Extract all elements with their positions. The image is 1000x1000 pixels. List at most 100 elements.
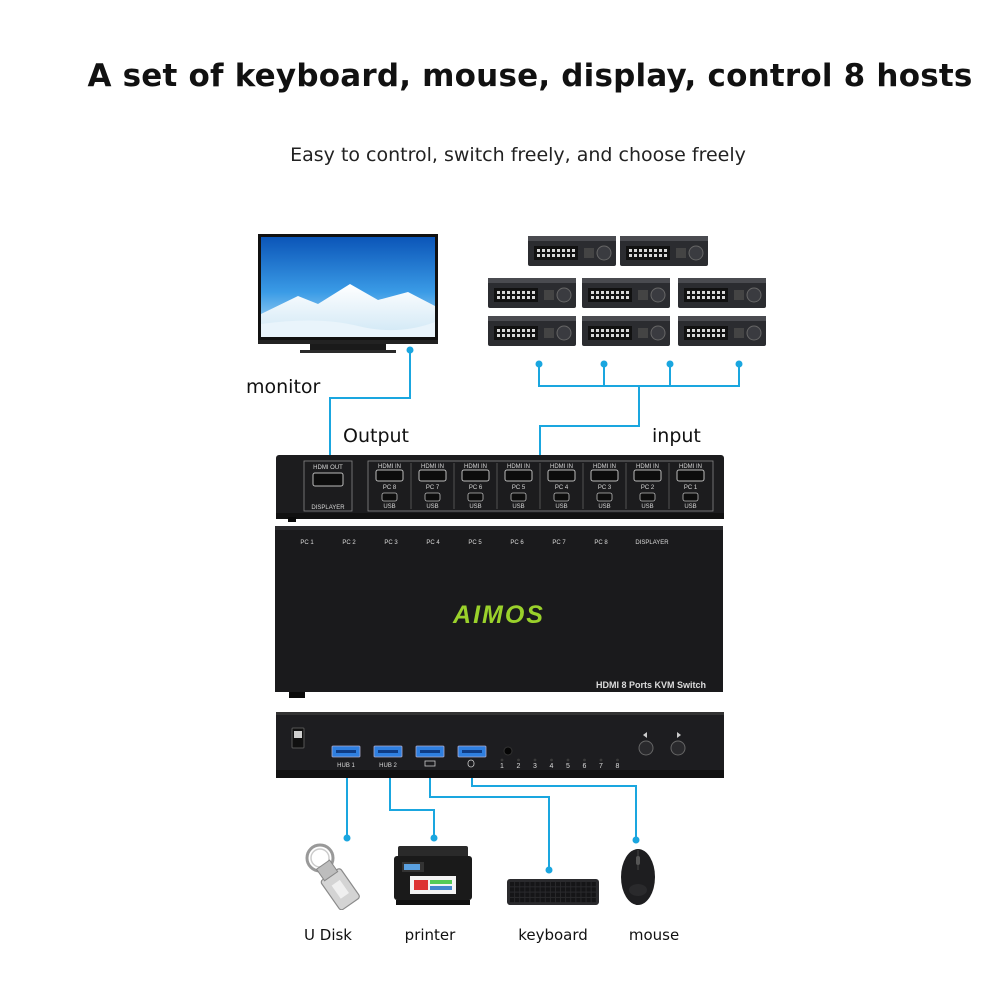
- keyboard-key: [520, 887, 525, 892]
- keyboard-key: [515, 882, 520, 887]
- page-subtitle: Easy to control, switch freely, and choo…: [290, 144, 746, 166]
- keyboard-key: [576, 882, 581, 887]
- led-indicator: [500, 758, 504, 762]
- usb-hub-1-port[interactable]: [331, 745, 361, 758]
- usb-b-port: [510, 492, 527, 502]
- keyboard-key: [520, 897, 525, 903]
- keyboard-key: [571, 887, 576, 892]
- led-number: 5: [566, 763, 570, 770]
- keyboard-key: [540, 892, 545, 897]
- keyboard-key: [510, 897, 515, 903]
- mouse-label: mouse: [628, 926, 680, 944]
- keyboard-key: [550, 892, 555, 897]
- keyboard-key: [525, 887, 530, 892]
- model-text: HDMI 8 Ports KVM Switch: [596, 680, 706, 690]
- keyboard-key: [545, 897, 550, 903]
- keyboard-key: [520, 882, 525, 887]
- hdmi-in-port: [504, 469, 533, 482]
- keyboard-key: [545, 892, 550, 897]
- keyboard-key: [581, 892, 586, 897]
- usb-keyboard-port[interactable]: [415, 745, 445, 758]
- hdmi-in-port: [375, 469, 404, 482]
- keyboard-key: [566, 882, 571, 887]
- top-pc-label: PC 4: [426, 540, 440, 546]
- prev-button[interactable]: [638, 740, 654, 756]
- usb-hub-2-port[interactable]: [373, 745, 403, 758]
- keyboard-key: [535, 892, 540, 897]
- hdmi-in-text: HDMI IN: [593, 464, 616, 470]
- usb-text: USB: [512, 504, 524, 510]
- output-label: Output: [343, 425, 409, 447]
- hdmi-in-text: HDMI IN: [507, 464, 530, 470]
- keyboard-key: [530, 887, 535, 892]
- next-button[interactable]: [670, 740, 686, 756]
- keyboard-key: [530, 882, 535, 887]
- pc-port-label: PC 3: [598, 485, 612, 491]
- keyboard-key: [510, 882, 515, 887]
- pc-port-label: PC 6: [469, 485, 483, 491]
- hdmi-out-text: HDMI OUT: [313, 465, 343, 471]
- keyboard-key: [581, 887, 586, 892]
- printer-illustration: [394, 846, 472, 905]
- keyboard-key: [550, 897, 555, 903]
- top-pc-label: PC 6: [510, 540, 524, 546]
- host-4: [581, 277, 671, 309]
- keyboard-key: [510, 892, 515, 897]
- host-1: [527, 236, 617, 267]
- pc-port-label: PC 1: [684, 485, 698, 491]
- keyboard-key: [586, 892, 591, 897]
- keyboard-key: [550, 887, 555, 892]
- led-indicator: [583, 758, 586, 762]
- usb-text: USB: [555, 504, 567, 510]
- usb-b-port: [467, 492, 484, 502]
- keyboard-key: [581, 882, 586, 887]
- host-5: [677, 277, 767, 309]
- input-label: input: [652, 425, 701, 447]
- keyboard-key: [555, 892, 561, 897]
- led-number: 1: [500, 763, 504, 770]
- top-pc-label: PC 7: [552, 540, 566, 546]
- led-indicator: [517, 758, 520, 762]
- keyboard-key: [510, 887, 515, 892]
- pc-port-label: PC 4: [555, 485, 569, 491]
- keyboard-key: [525, 892, 530, 897]
- keyboard-key: [555, 882, 561, 887]
- pc-port-label: PC 8: [383, 485, 397, 491]
- keyboard-key: [576, 887, 581, 892]
- hdmi-in-text: HDMI IN: [636, 464, 659, 470]
- usb-b-port: [596, 492, 613, 502]
- usb-b-port: [381, 492, 398, 502]
- keyboard-key: [520, 892, 525, 897]
- keyboard-key: [545, 887, 550, 892]
- brand-logo: AIMOS: [452, 601, 545, 629]
- hdmi-in-port: [461, 469, 490, 482]
- led-number: 6: [583, 763, 587, 770]
- displayer-top-text: DISPLAYER: [635, 540, 669, 546]
- keyboard-key: [540, 882, 545, 887]
- keyboard-key: [561, 887, 566, 892]
- host-6: [487, 315, 577, 347]
- hdmi-in-port: [590, 469, 619, 482]
- usb-b-port: [553, 492, 570, 502]
- keyboard-key: [525, 882, 530, 887]
- top-pc-label: PC 8: [594, 540, 608, 546]
- host-2: [619, 236, 709, 267]
- mouse-icon: [467, 759, 475, 768]
- keyboard-key: [550, 882, 555, 887]
- keyboard-key: [581, 897, 586, 903]
- keyboard-key: [591, 892, 596, 897]
- right-arrow-icon: [677, 732, 681, 738]
- usb-mouse-port[interactable]: [457, 745, 487, 758]
- page-title: A set of keyboard, mouse, display, contr…: [87, 58, 973, 94]
- keyboard-key: [571, 892, 576, 897]
- host-8: [677, 315, 767, 347]
- hdmi-in-port: [547, 469, 576, 482]
- usb-b-port: [424, 492, 441, 502]
- hdmi-in-port: [633, 469, 662, 482]
